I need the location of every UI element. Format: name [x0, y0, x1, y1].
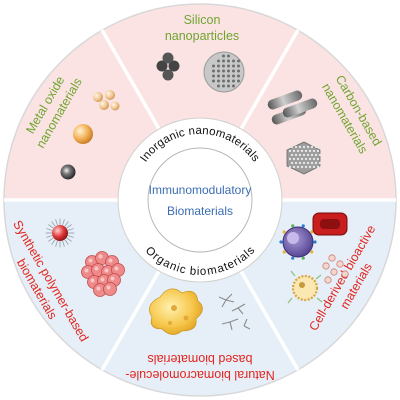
- exosome-vesicle-icon: [287, 270, 323, 304]
- dark-metal-particle-icon: [60, 164, 76, 180]
- extracellular-vesicles-icon: [322, 254, 349, 284]
- natural-polymer-blob-icon: [149, 288, 203, 335]
- natural-label-line1: Natural biomacromolecule-: [125, 368, 274, 382]
- carbon-nanotube-icon: [267, 90, 318, 125]
- silicon-cluster-icon: [156, 52, 180, 81]
- macrophage-cell-icon: [279, 224, 317, 260]
- graphene-cube-icon: [286, 141, 322, 175]
- metal-oxide-sphere-icon: [73, 124, 93, 144]
- natural-label-line2: based biomaterials: [148, 352, 253, 366]
- polymer-micelle-icon: [45, 218, 75, 248]
- silicon-label-line2: nanoparticles: [165, 29, 239, 43]
- red-blood-cell-membrane-icon: [312, 212, 348, 236]
- mesoporous-silica-icon: [203, 51, 245, 93]
- center-title-line1: Immunomodulatory: [149, 183, 252, 197]
- center-circle: [147, 147, 253, 253]
- protein-fiber-icon: [218, 293, 251, 331]
- small-gold-particles-icon: [93, 90, 120, 111]
- silicon-label-line1: Silicon: [184, 13, 221, 27]
- hydrogel-scaffold-icon: [81, 251, 125, 297]
- center-title-line2: Biomaterials: [167, 204, 233, 218]
